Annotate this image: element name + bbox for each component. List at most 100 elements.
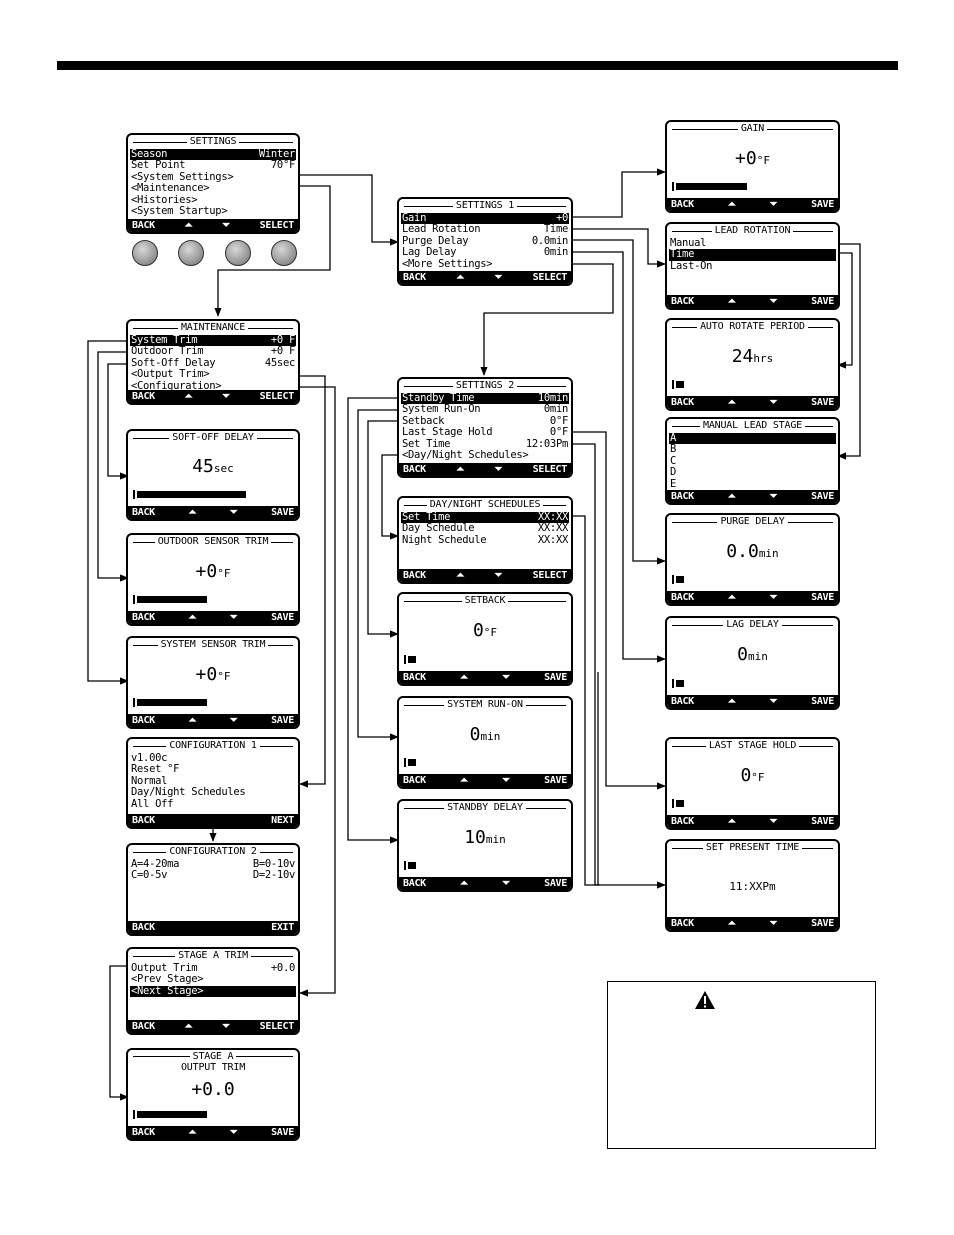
soft-key-down[interactable]: ⏷ (222, 220, 230, 231)
soft-key-action[interactable]: NEXT (271, 815, 294, 826)
soft-key-back[interactable]: BACK (132, 815, 155, 826)
soft-key-up[interactable]: ⏶ (460, 775, 468, 786)
soft-key-back[interactable]: BACK (132, 507, 155, 518)
menu-row[interactable]: Reset °F (130, 763, 296, 775)
menu-row[interactable]: Manual (669, 237, 836, 249)
menu-row[interactable]: <Output Trim> (130, 368, 296, 380)
soft-key-action[interactable]: SAVE (544, 878, 567, 889)
menu-row[interactable]: <System Settings> (130, 171, 296, 183)
soft-key-action[interactable]: SAVE (544, 672, 567, 683)
menu-row[interactable]: <Next Stage> (130, 985, 296, 998)
soft-key-up[interactable]: ⏶ (456, 272, 465, 283)
soft-key-down[interactable]: ⏷ (769, 296, 778, 307)
soft-key-back[interactable]: BACK (671, 397, 694, 408)
soft-key-up[interactable]: ⏶ (460, 878, 468, 889)
soft-key-down[interactable]: ⏷ (229, 612, 238, 623)
soft-key-down[interactable]: ⏷ (229, 507, 238, 518)
soft-key-up[interactable]: ⏶ (188, 612, 197, 623)
soft-key-back[interactable]: BACK (671, 296, 694, 307)
soft-key-down[interactable]: ⏷ (494, 570, 503, 581)
soft-key-action[interactable]: SELECT (532, 272, 568, 283)
soft-key-up[interactable]: ⏶ (188, 715, 197, 726)
soft-key-action[interactable]: SELECT (259, 391, 295, 402)
soft-key-up[interactable]: ⏶ (460, 672, 468, 683)
menu-row[interactable]: A (669, 432, 836, 445)
soft-key-up[interactable]: ⏶ (188, 507, 197, 518)
soft-key-back[interactable]: BACK (132, 220, 155, 231)
soft-key-down[interactable]: ⏷ (229, 715, 238, 726)
soft-key-action[interactable]: SAVE (811, 816, 834, 827)
soft-key-back[interactable]: BACK (403, 775, 426, 786)
soft-key-up[interactable]: ⏶ (184, 391, 193, 402)
menu-row[interactable]: System Trim+0 F (130, 334, 296, 347)
soft-key-back[interactable]: BACK (132, 1127, 155, 1138)
menu-row[interactable]: Outdoor Trim+0 F (130, 345, 296, 357)
soft-key-up[interactable]: ⏶ (727, 816, 736, 827)
soft-key-back[interactable]: BACK (132, 1021, 155, 1032)
soft-key-action[interactable]: SAVE (811, 592, 834, 603)
soft-key-down[interactable]: ⏷ (494, 464, 503, 475)
soft-key-up[interactable]: ⏶ (456, 464, 465, 475)
soft-key-action[interactable]: SELECT (259, 220, 295, 231)
menu-row[interactable]: Last-On (669, 260, 836, 272)
menu-row[interactable]: Gain+0 (401, 212, 569, 225)
soft-key-back[interactable]: BACK (671, 199, 694, 210)
soft-key-back[interactable]: BACK (403, 272, 426, 283)
soft-key-down[interactable]: ⏷ (769, 397, 778, 408)
soft-key-back[interactable]: BACK (671, 816, 694, 827)
soft-key-up[interactable]: ⏶ (727, 696, 736, 707)
menu-row[interactable]: All Off (130, 798, 296, 810)
keypad-button-back[interactable] (132, 240, 158, 266)
soft-key-up[interactable]: ⏶ (727, 199, 736, 210)
soft-key-up[interactable]: ⏶ (727, 918, 736, 929)
menu-row[interactable]: C (669, 455, 836, 467)
menu-row[interactable]: Time (669, 248, 836, 261)
menu-row[interactable]: Output Trim+0.0 (130, 962, 296, 974)
soft-key-action[interactable]: EXIT (271, 922, 294, 933)
menu-row[interactable]: <Prev Stage> (130, 973, 296, 985)
soft-key-action[interactable]: SAVE (271, 1127, 294, 1138)
soft-key-action[interactable]: SELECT (259, 1021, 295, 1032)
soft-key-back[interactable]: BACK (671, 491, 694, 502)
soft-key-up[interactable]: ⏶ (456, 570, 465, 581)
soft-key-up[interactable]: ⏶ (727, 397, 736, 408)
soft-key-down[interactable]: ⏷ (769, 491, 778, 502)
soft-key-action[interactable]: SAVE (811, 491, 834, 502)
soft-key-up[interactable]: ⏶ (727, 491, 736, 502)
soft-key-down[interactable]: ⏷ (769, 592, 778, 603)
menu-row[interactable]: <System Startup> (130, 205, 296, 217)
soft-key-up[interactable]: ⏶ (727, 592, 736, 603)
soft-key-action[interactable]: SAVE (811, 696, 834, 707)
soft-key-down[interactable]: ⏷ (769, 816, 778, 827)
menu-row[interactable]: v1.00c (130, 752, 296, 764)
soft-key-back[interactable]: BACK (403, 672, 426, 683)
menu-row[interactable]: E (669, 478, 836, 490)
menu-row[interactable]: <Configuration> (130, 380, 296, 392)
soft-key-back[interactable]: BACK (403, 464, 426, 475)
soft-key-action[interactable]: SAVE (544, 775, 567, 786)
soft-key-action[interactable]: SELECT (532, 464, 568, 475)
soft-key-down[interactable]: ⏷ (769, 199, 778, 210)
soft-key-up[interactable]: ⏶ (184, 220, 193, 231)
keypad-button-down[interactable] (225, 240, 251, 266)
soft-key-action[interactable]: SELECT (532, 570, 568, 581)
soft-key-down[interactable]: ⏷ (222, 1021, 230, 1032)
soft-key-back[interactable]: BACK (671, 696, 694, 707)
soft-key-down[interactable]: ⏷ (502, 672, 510, 683)
soft-key-up[interactable]: ⏶ (188, 1127, 197, 1138)
soft-key-action[interactable]: SAVE (811, 199, 834, 210)
soft-key-down[interactable]: ⏷ (769, 696, 778, 707)
menu-row[interactable]: D (669, 466, 836, 478)
menu-row[interactable]: <Histories> (130, 194, 296, 206)
soft-key-up[interactable]: ⏶ (727, 296, 736, 307)
